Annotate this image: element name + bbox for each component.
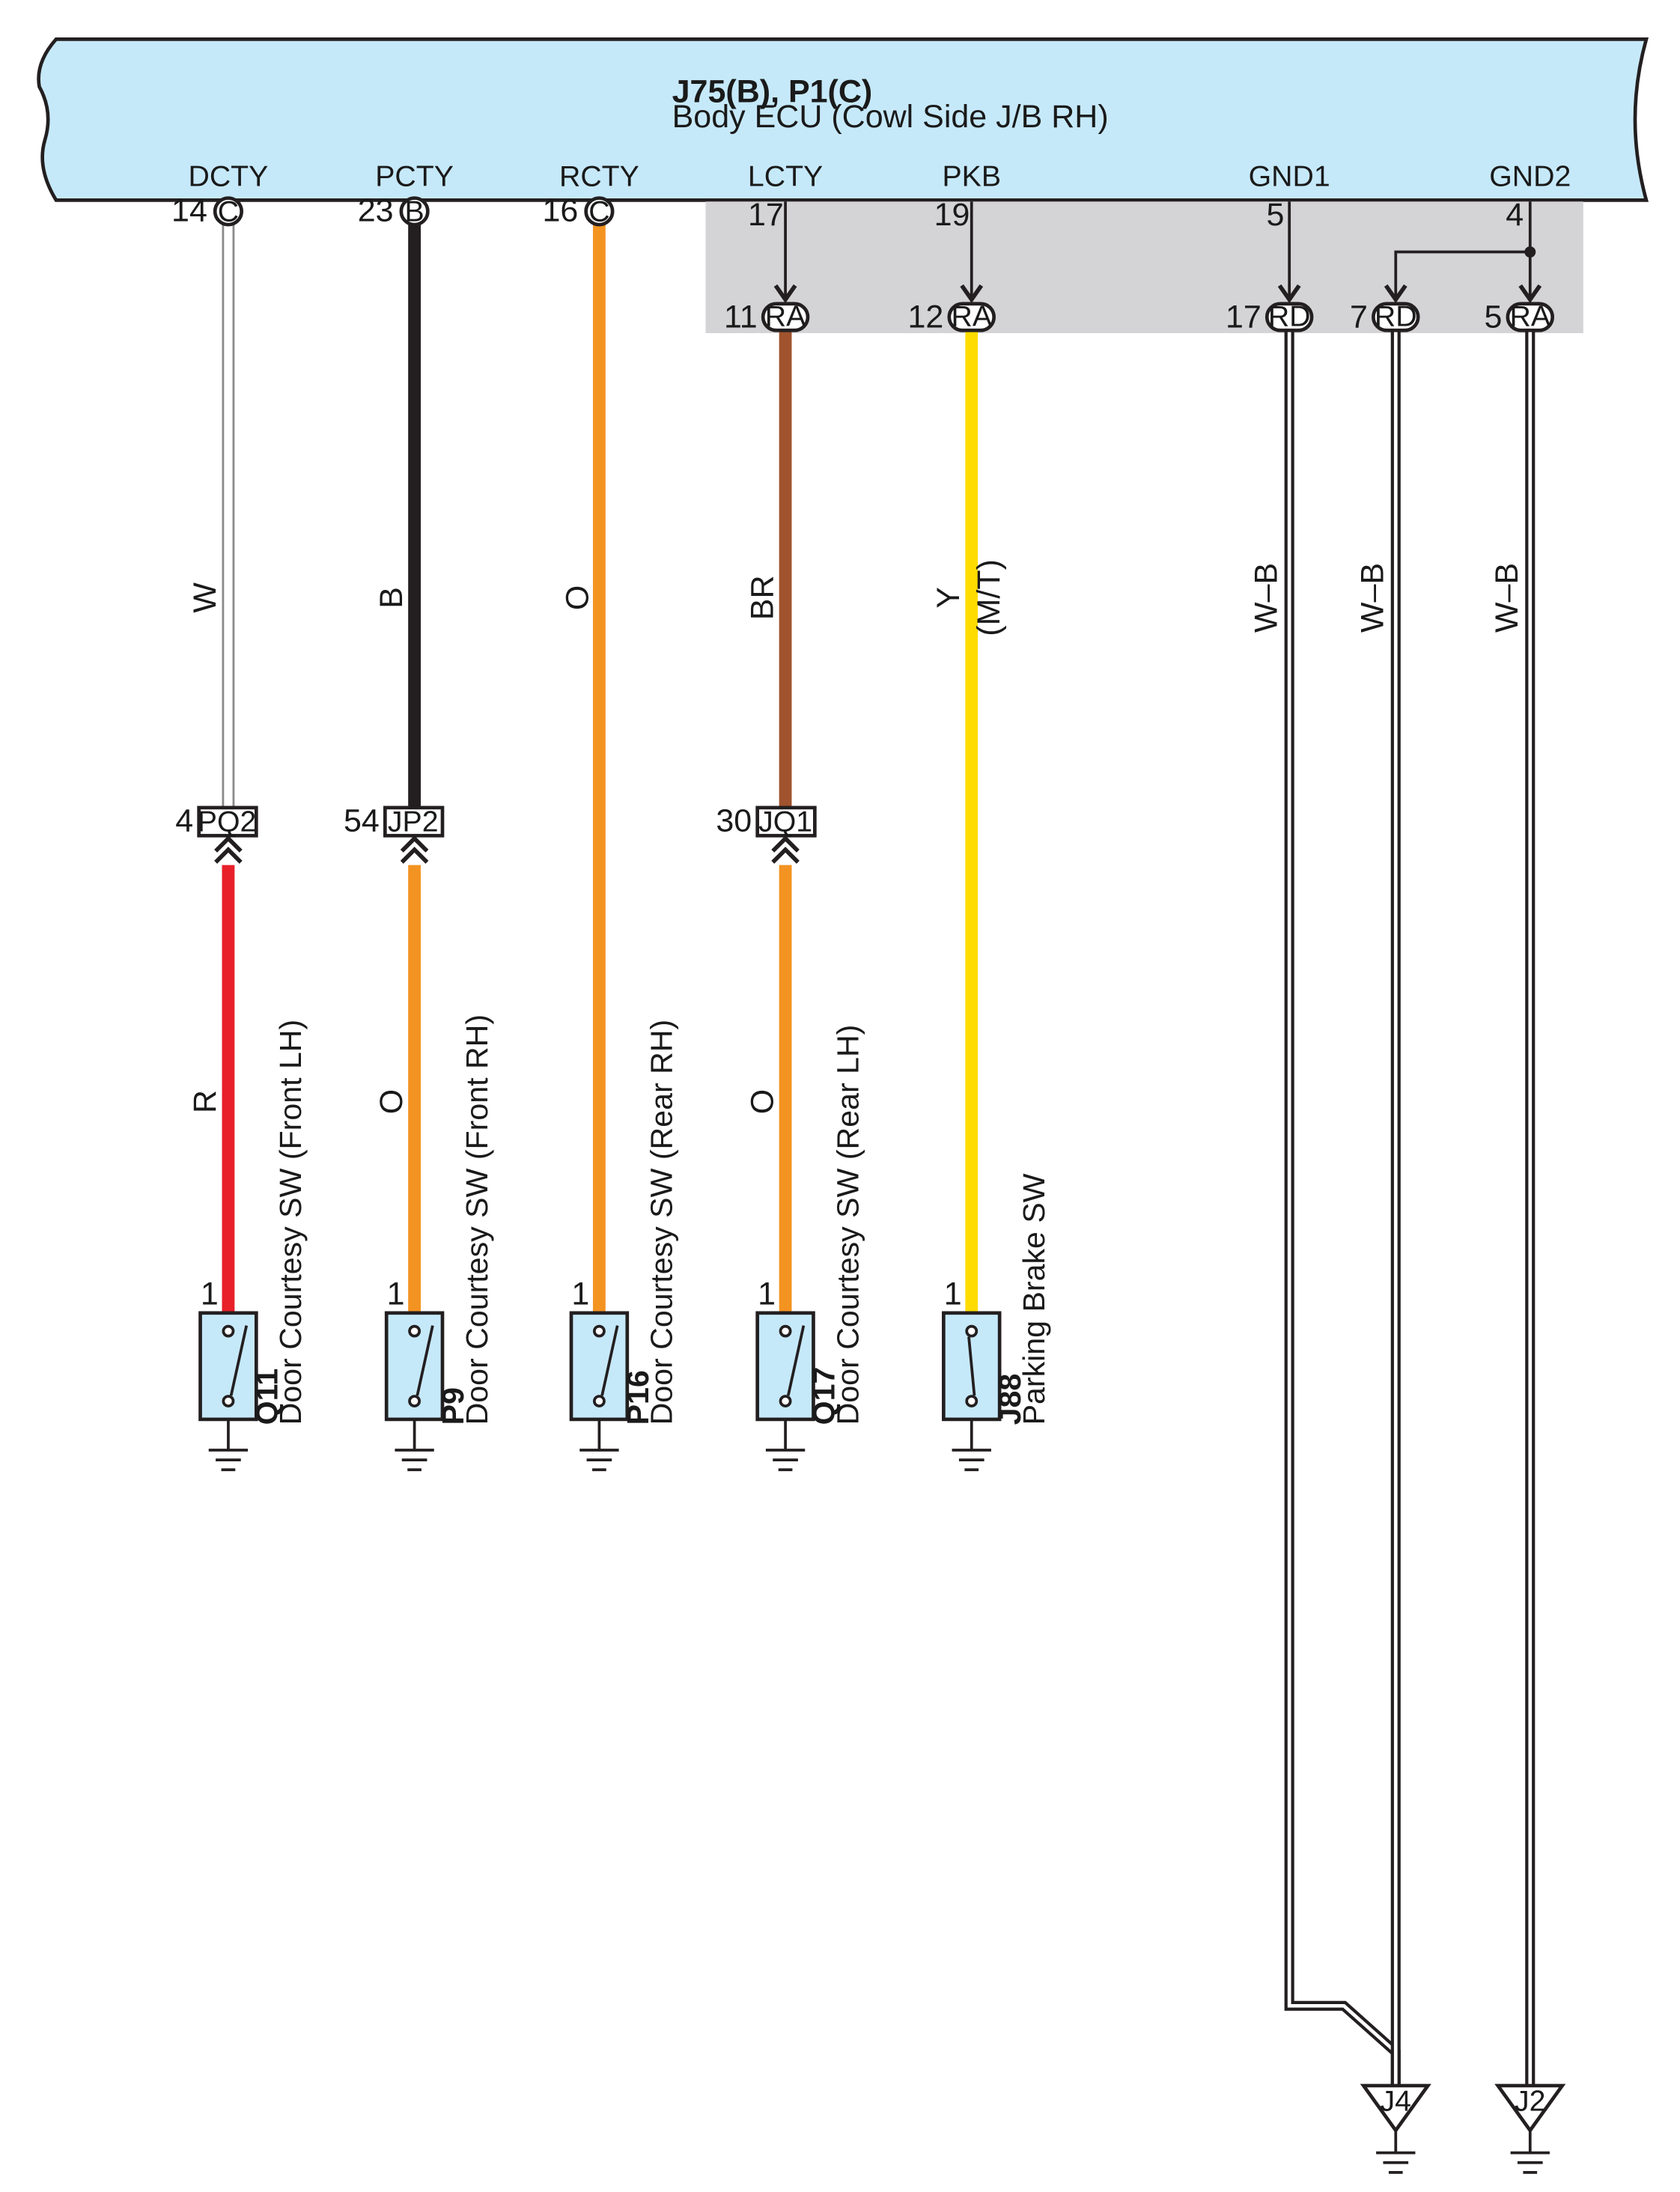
svg-text:1: 1 [758,1276,776,1312]
svg-text:12: 12 [908,299,944,335]
svg-text:B: B [405,195,424,228]
ecu-pin-pkb-num: 19 [934,197,970,233]
svg-text:4: 4 [175,803,193,839]
wire-label-wb-gnd2-ra: W–B [1489,563,1525,633]
svg-text:JP2: JP2 [388,806,439,838]
jb-connector-rd-17: 17 RD [1226,299,1314,335]
wire-label-r: R [187,1090,223,1113]
arrow-lcty [773,284,797,304]
inline-connector-pq2: 4 PQ2 [175,803,258,864]
svg-text:5: 5 [1484,299,1502,335]
pin-name-pcty: PCTY [375,160,454,193]
pin-name-pkb: PKB [942,160,1001,193]
wire-label-wb-gnd2-rd: W–B [1354,563,1390,633]
switch-p9-id: P9 [436,1387,470,1425]
switch-q17-id: Q17 [807,1367,841,1425]
jb-connector-ra-5: 5 RA [1484,299,1555,335]
svg-text:11: 11 [724,299,758,335]
svg-text:PQ2: PQ2 [198,806,257,838]
switch-q11: 1 [198,1276,258,1472]
switch-p9-name: Door Courtesy SW (Front RH) [460,1014,494,1425]
svg-text:17: 17 [1226,299,1261,335]
svg-text:1: 1 [387,1276,405,1312]
ecu-pin-lcty-num: 17 [748,197,784,233]
svg-text:RA: RA [1510,300,1551,333]
wire-label-o-q17: O [744,1089,780,1114]
svg-text:7: 7 [1350,299,1368,335]
ecu-pin-pcty: 23 B [358,192,430,228]
ecu-name-label: Body ECU (Cowl Side J/B RH) [672,99,1109,135]
body-ecu-box [37,37,1649,202]
ecu-pin-rcty: 16 C [543,192,615,228]
inline-connector-jq1: 30 JQ1 [716,803,817,864]
pin-name-dcty: DCTY [188,160,268,193]
svg-text:RA: RA [765,300,806,333]
svg-text:RA: RA [951,300,992,333]
svg-text:16: 16 [543,192,579,228]
switch-p9: 1 [384,1276,445,1472]
ground-point-j2: J2 [1494,2083,1566,2174]
wire-label-o-rcty: O [559,585,595,610]
svg-text:RD: RD [1268,300,1311,333]
svg-text:JQ1: JQ1 [758,806,812,838]
wire-label-mt: (M/T) [971,559,1007,636]
wire-gnd2-branch [1394,250,1530,297]
pin-name-gnd2: GND2 [1489,160,1571,193]
svg-text:1: 1 [571,1276,589,1312]
switch-q17-name: Door Courtesy SW (Rear LH) [830,1025,865,1425]
svg-text:54: 54 [344,803,380,839]
arrow-pkb [960,284,984,304]
svg-text:C: C [218,195,239,228]
arrow-gnd2-rd [1384,284,1407,304]
svg-text:J4: J4 [1381,2085,1411,2118]
pin-name-lcty: LCTY [748,160,823,193]
svg-text:1: 1 [201,1276,219,1312]
svg-text:RD: RD [1375,300,1417,333]
pin-name-gnd1: GND1 [1249,160,1330,193]
jb-connector-rd-7: 7 RD [1350,299,1420,335]
wire-label-y: Y [931,587,967,609]
switch-p16-name: Door Courtesy SW (Rear RH) [645,1020,679,1425]
switch-p16: 1 [569,1276,630,1472]
junction-block-area [705,201,1583,333]
svg-text:1: 1 [944,1276,962,1312]
switch-j88-id: J88 [993,1374,1027,1425]
wire-label-wb-gnd1: W–B [1248,563,1284,633]
ground-point-j4: J4 [1360,2083,1431,2174]
jb-connector-ra-11: 11 RA [724,299,810,335]
jb-connector-ra-12: 12 RA [908,299,996,335]
inline-connector-jp2: 54 JP2 [344,803,445,864]
ecu-pin-gnd2-num: 4 [1506,197,1524,233]
ecu-pin-dcty: 14 C [171,192,244,228]
splice-dot-gnd2 [1524,246,1536,258]
svg-text:J2: J2 [1515,2085,1545,2118]
switch-q11-id: Q11 [249,1369,284,1425]
ecu-connector-label: J75(B), P1(C) [672,73,873,109]
svg-text:23: 23 [358,192,394,228]
svg-text:C: C [588,195,609,228]
switch-j88: 1 [942,1276,1002,1472]
wire-label-o-p9: O [374,1089,410,1114]
arrow-gnd1 [1277,284,1301,304]
svg-text:14: 14 [171,192,207,228]
arrow-gnd2-ra [1518,284,1542,304]
switch-j88-name: Parking Brake SW [1017,1173,1051,1425]
wire-label-br: BR [744,576,780,621]
ecu-pin-gnd1-num: 5 [1267,197,1285,233]
wire-label-w: W [187,582,223,613]
switch-q17: 1 [755,1276,815,1472]
pin-name-rcty: RCTY [559,160,639,193]
switch-p16-id: P16 [621,1370,655,1425]
switch-q11-name: Door Courtesy SW (Front LH) [273,1020,308,1425]
wire-label-b: B [374,587,410,609]
svg-text:30: 30 [716,803,752,839]
